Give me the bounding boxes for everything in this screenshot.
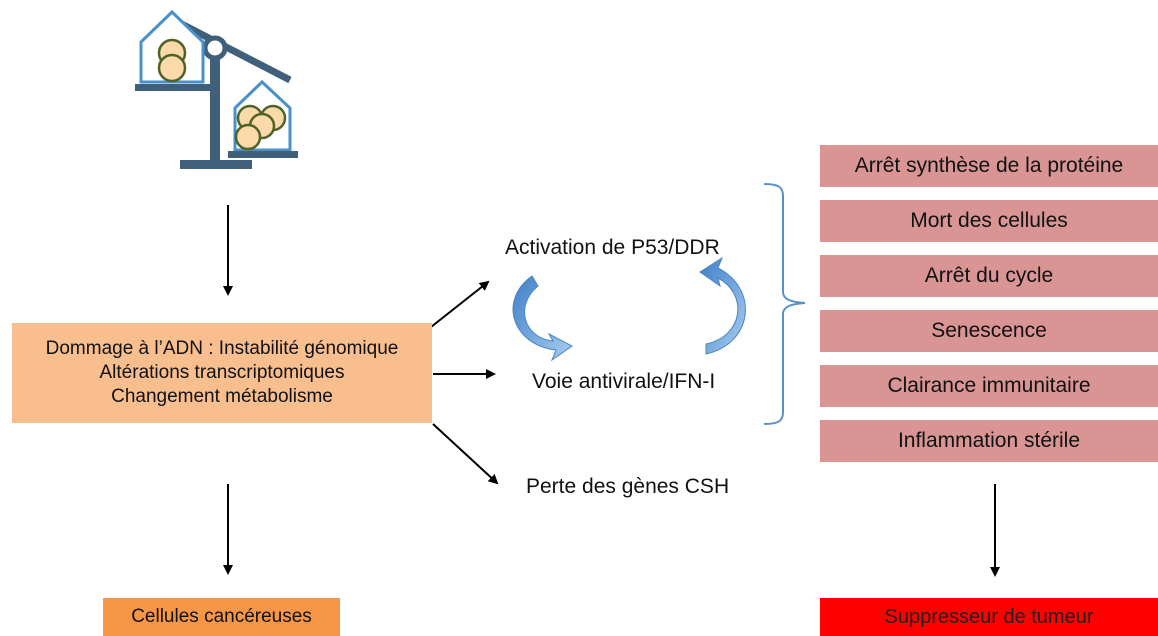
outcome-protein-synthesis-arrest: Arrêt synthèse de la protéine <box>820 145 1158 187</box>
tumor-suppressor-label: Suppresseur de tumeur <box>884 605 1094 628</box>
outcome-label: Clairance immunitaire <box>887 373 1091 397</box>
outcome-label: Arrêt synthèse de la protéine <box>854 153 1124 177</box>
scale-pivot <box>202 35 228 61</box>
damage-line-2: Altérations transcriptomiques <box>99 362 345 384</box>
balance-scale-icon <box>135 9 298 169</box>
outcome-label: Arrêt du cycle <box>924 263 1054 287</box>
cancer-cells-label: Cellules cancéreuses <box>131 606 312 628</box>
arrow-to-p53 <box>430 280 490 328</box>
csh-gene-loss-label: Perte des gènes CSH <box>526 475 730 498</box>
scale-post <box>210 50 220 165</box>
arrow-to-csh <box>432 423 499 485</box>
right-pan-icon <box>228 79 298 158</box>
tumor-suppressor-box: Suppresseur de tumeur <box>820 598 1158 636</box>
damage-line-1: Dommage à l’ADN : Instabilité génomique <box>45 338 399 360</box>
outcome-sterile-inflammation: Inflammation stérile <box>820 420 1158 462</box>
outcome-cycle-arrest: Arrêt du cycle <box>820 255 1158 297</box>
grouping-brace <box>763 183 806 425</box>
cancer-cells-box: Cellules cancéreuses <box>103 598 340 636</box>
outcome-label: Mort des cellules <box>910 208 1068 232</box>
p53-activation-label: Activation de P53/DDR <box>505 236 720 259</box>
cycle-arrow-right-icon <box>699 256 746 355</box>
outcome-senescence: Senescence <box>820 310 1158 352</box>
dna-damage-box: Dommage à l’ADN : Instabilité génomique … <box>12 323 432 423</box>
scale-base <box>180 160 252 169</box>
left-pan-icon <box>135 9 211 91</box>
damage-line-3: Changement métabolisme <box>111 385 333 407</box>
outcome-label: Senescence <box>931 318 1047 342</box>
outcome-cell-death: Mort des cellules <box>820 200 1158 242</box>
antiviral-pathway-label: Voie antivirale/IFN-I <box>532 370 716 393</box>
outcome-immune-clearance: Clairance immunitaire <box>820 365 1158 407</box>
outcome-label: Inflammation stérile <box>897 428 1081 452</box>
cycle-arrow-left-icon <box>512 275 573 362</box>
